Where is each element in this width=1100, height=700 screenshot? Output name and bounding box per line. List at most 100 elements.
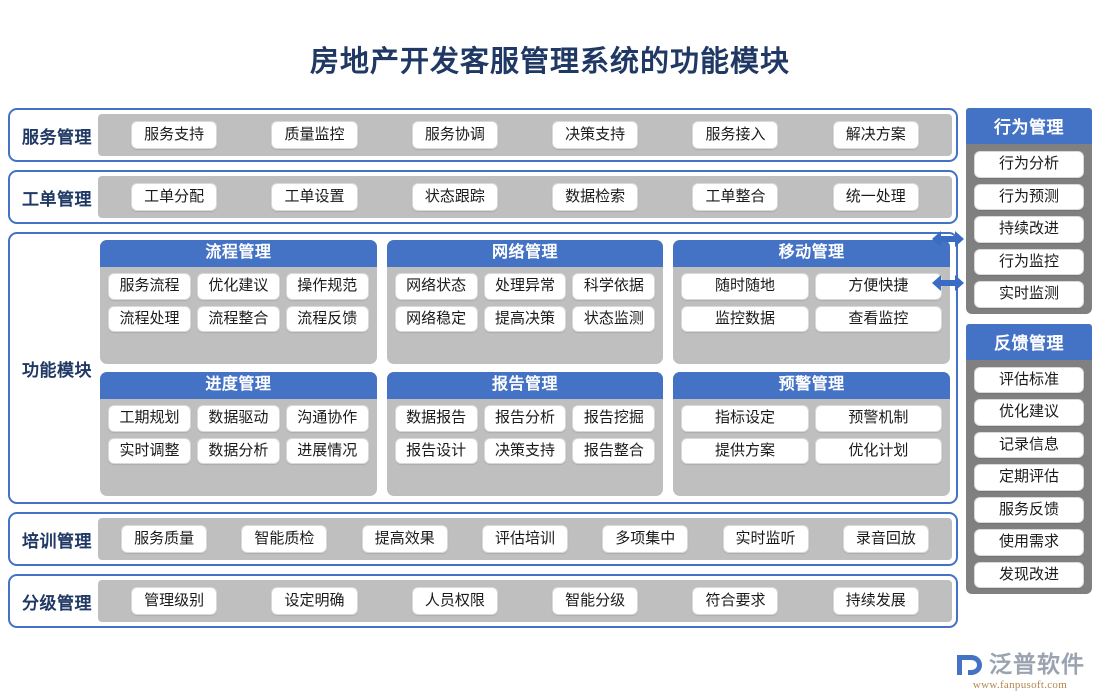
chip-network-3[interactable]: 科学依据 bbox=[572, 273, 656, 300]
row-panel-grading[interactable]: 分级管理 管理级别 设定明确 人员权限 智能分级 符合要求 持续发展 bbox=[8, 574, 958, 628]
chip-service-2[interactable]: 质量监控 bbox=[271, 120, 358, 150]
vpanel-feedback-management[interactable]: 反馈管理 评估标准 优化建议 记录信息 定期评估 服务反馈 使用需求 发现改进 bbox=[932, 231, 1092, 594]
chip-process-5[interactable]: 流程整合 bbox=[196, 305, 280, 333]
chip-grading-1[interactable]: 管理级别 bbox=[131, 586, 218, 616]
chip-grading-6[interactable]: 持续发展 bbox=[832, 586, 919, 616]
chip-progress-3[interactable]: 沟通协作 bbox=[285, 405, 369, 432]
chip-alert-3[interactable]: 提供方案 bbox=[681, 437, 809, 465]
function-module-grid: 流程管理 服务流程 优化建议 操作规范 流程处理 流程整合 流程反馈 bbox=[100, 240, 950, 496]
chip-report-3[interactable]: 报告挖掘 bbox=[572, 405, 656, 432]
chip-behavior-4[interactable]: 行为监控 bbox=[974, 248, 1084, 275]
chip-feedback-7[interactable]: 发现改进 bbox=[974, 561, 1084, 588]
chip-alert-4[interactable]: 优化计划 bbox=[814, 437, 942, 465]
chip-mobile-4[interactable]: 查看监控 bbox=[814, 305, 942, 333]
chip-training-3[interactable]: 提高效果 bbox=[361, 524, 448, 554]
chip-process-3[interactable]: 操作规范 bbox=[285, 273, 369, 300]
chip-feedback-1[interactable]: 评估标准 bbox=[974, 366, 1084, 393]
chip-alert-2[interactable]: 预警机制 bbox=[814, 405, 942, 432]
chip-process-4[interactable]: 流程处理 bbox=[108, 305, 191, 333]
diagram-board: 服务管理 服务支持 质量监控 服务协调 决策支持 服务接入 解决方案 工单管理 … bbox=[8, 108, 1092, 628]
chip-behavior-3[interactable]: 持续改进 bbox=[974, 216, 1084, 243]
card-progress-management[interactable]: 进度管理 工期规划 数据驱动 沟通协作 实时调整 数据分析 进展情况 bbox=[100, 372, 377, 496]
chip-service-6[interactable]: 解决方案 bbox=[832, 120, 919, 150]
chip-feedback-6[interactable]: 使用需求 bbox=[974, 529, 1084, 556]
chip-training-2[interactable]: 智能质检 bbox=[241, 524, 328, 554]
chip-report-5[interactable]: 决策支持 bbox=[483, 437, 567, 465]
chip-report-4[interactable]: 报告设计 bbox=[394, 437, 478, 465]
chip-workorder-2[interactable]: 工单设置 bbox=[271, 182, 358, 212]
chip-service-5[interactable]: 服务接入 bbox=[692, 120, 779, 150]
card-row: 网络状态 处理异常 科学依据 bbox=[394, 273, 656, 300]
chip-feedback-2[interactable]: 优化建议 bbox=[974, 399, 1084, 426]
chip-service-3[interactable]: 服务协调 bbox=[411, 120, 498, 150]
function-module-panel: 功能模块 流程管理 服务流程 优化建议 操作规范 流程处理 流程整合 流程反馈 bbox=[8, 232, 958, 504]
card-row: 指标设定 预警机制 bbox=[681, 405, 942, 432]
chip-workorder-3[interactable]: 状态跟踪 bbox=[411, 182, 498, 212]
chip-training-1[interactable]: 服务质量 bbox=[121, 524, 208, 554]
chip-grading-3[interactable]: 人员权限 bbox=[411, 586, 498, 616]
chip-alert-1[interactable]: 指标设定 bbox=[681, 405, 809, 432]
chip-mobile-2[interactable]: 方便快捷 bbox=[814, 273, 942, 300]
chip-behavior-1[interactable]: 行为分析 bbox=[974, 151, 1084, 178]
chip-network-1[interactable]: 网络状态 bbox=[394, 273, 478, 300]
chip-workorder-1[interactable]: 工单分配 bbox=[131, 182, 218, 212]
chip-feedback-5[interactable]: 服务反馈 bbox=[974, 496, 1084, 523]
chip-behavior-2[interactable]: 行为预测 bbox=[974, 183, 1084, 210]
chip-network-2[interactable]: 处理异常 bbox=[483, 273, 567, 300]
card-body-network: 网络状态 处理异常 科学依据 网络稳定 提高决策 状态监测 bbox=[387, 267, 664, 364]
row-band-grading: 管理级别 设定明确 人员权限 智能分级 符合要求 持续发展 bbox=[98, 580, 952, 622]
chip-progress-6[interactable]: 进展情况 bbox=[285, 437, 369, 465]
chip-report-1[interactable]: 数据报告 bbox=[394, 405, 478, 432]
card-body-progress: 工期规划 数据驱动 沟通协作 实时调整 数据分析 进展情况 bbox=[100, 399, 377, 496]
chip-report-6[interactable]: 报告整合 bbox=[572, 437, 656, 465]
card-body-process: 服务流程 优化建议 操作规范 流程处理 流程整合 流程反馈 bbox=[100, 267, 377, 364]
chip-workorder-4[interactable]: 数据检索 bbox=[552, 182, 639, 212]
chip-mobile-3[interactable]: 监控数据 bbox=[681, 305, 809, 333]
card-process-management[interactable]: 流程管理 服务流程 优化建议 操作规范 流程处理 流程整合 流程反馈 bbox=[100, 240, 377, 364]
double-arrow-icon bbox=[932, 228, 964, 250]
chip-process-2[interactable]: 优化建议 bbox=[196, 273, 280, 300]
card-network-management[interactable]: 网络管理 网络状态 处理异常 科学依据 网络稳定 提高决策 状态监测 bbox=[386, 240, 664, 364]
card-mobile-management[interactable]: 移动管理 随时随地 方便快捷 监控数据 查看监控 bbox=[673, 240, 950, 364]
chip-process-1[interactable]: 服务流程 bbox=[108, 273, 191, 300]
chip-progress-2[interactable]: 数据驱动 bbox=[196, 405, 280, 432]
card-row: 随时随地 方便快捷 bbox=[681, 273, 942, 300]
chip-report-2[interactable]: 报告分析 bbox=[483, 405, 567, 432]
row-panel-training[interactable]: 培训管理 服务质量 智能质检 提高效果 评估培训 多项集中 实时监听 录音回放 bbox=[8, 512, 958, 566]
chip-training-6[interactable]: 实时监听 bbox=[722, 524, 809, 554]
chip-feedback-4[interactable]: 定期评估 bbox=[974, 464, 1084, 491]
card-report-management[interactable]: 报告管理 数据报告 报告分析 报告挖掘 报告设计 决策支持 报告整合 bbox=[386, 372, 664, 496]
chip-progress-4[interactable]: 实时调整 bbox=[108, 437, 191, 465]
chip-feedback-3[interactable]: 记录信息 bbox=[974, 431, 1084, 458]
left-column: 服务管理 服务支持 质量监控 服务协调 决策支持 服务接入 解决方案 工单管理 … bbox=[8, 108, 958, 628]
chip-behavior-5[interactable]: 实时监测 bbox=[974, 281, 1084, 308]
chip-training-4[interactable]: 评估培训 bbox=[481, 524, 568, 554]
card-head-report: 报告管理 bbox=[386, 372, 664, 400]
row-panel-service[interactable]: 服务管理 服务支持 质量监控 服务协调 决策支持 服务接入 解决方案 bbox=[8, 108, 958, 162]
chip-workorder-5[interactable]: 工单整合 bbox=[692, 182, 779, 212]
row-label-workorder: 工单管理 bbox=[22, 189, 92, 209]
chip-network-5[interactable]: 提高决策 bbox=[483, 305, 567, 333]
page-title: 房地产开发客服管理系统的功能模块 bbox=[309, 46, 790, 78]
row-panel-workorder[interactable]: 工单管理 工单分配 工单设置 状态跟踪 数据检索 工单整合 统一处理 bbox=[8, 170, 958, 224]
brand-logo-url: www.fanpusoft.com bbox=[972, 679, 1068, 691]
chip-service-4[interactable]: 决策支持 bbox=[552, 120, 639, 150]
card-row: 流程处理 流程整合 流程反馈 bbox=[108, 305, 369, 333]
chip-grading-2[interactable]: 设定明确 bbox=[271, 586, 358, 616]
chip-training-5[interactable]: 多项集中 bbox=[602, 524, 689, 554]
chip-progress-5[interactable]: 数据分析 bbox=[196, 437, 280, 465]
chip-grading-4[interactable]: 智能分级 bbox=[552, 586, 639, 616]
row-band-service: 服务支持 质量监控 服务协调 决策支持 服务接入 解决方案 bbox=[98, 114, 952, 156]
card-alert-management[interactable]: 预警管理 指标设定 预警机制 提供方案 优化计划 bbox=[673, 372, 950, 496]
chip-mobile-1[interactable]: 随时随地 bbox=[681, 273, 809, 300]
row-label-service: 服务管理 bbox=[22, 127, 92, 147]
chip-network-4[interactable]: 网络稳定 bbox=[394, 305, 478, 333]
vpanel-behavior-management[interactable]: 行为管理 行为分析 行为预测 持续改进 行为监控 实时监测 bbox=[932, 108, 1092, 314]
chip-network-6[interactable]: 状态监测 bbox=[572, 305, 656, 333]
chip-service-1[interactable]: 服务支持 bbox=[131, 120, 218, 150]
chip-progress-1[interactable]: 工期规划 bbox=[108, 405, 191, 432]
chip-workorder-6[interactable]: 统一处理 bbox=[832, 182, 919, 212]
chip-training-7[interactable]: 录音回放 bbox=[842, 524, 929, 554]
chip-grading-5[interactable]: 符合要求 bbox=[692, 586, 779, 616]
chip-process-6[interactable]: 流程反馈 bbox=[285, 305, 369, 333]
